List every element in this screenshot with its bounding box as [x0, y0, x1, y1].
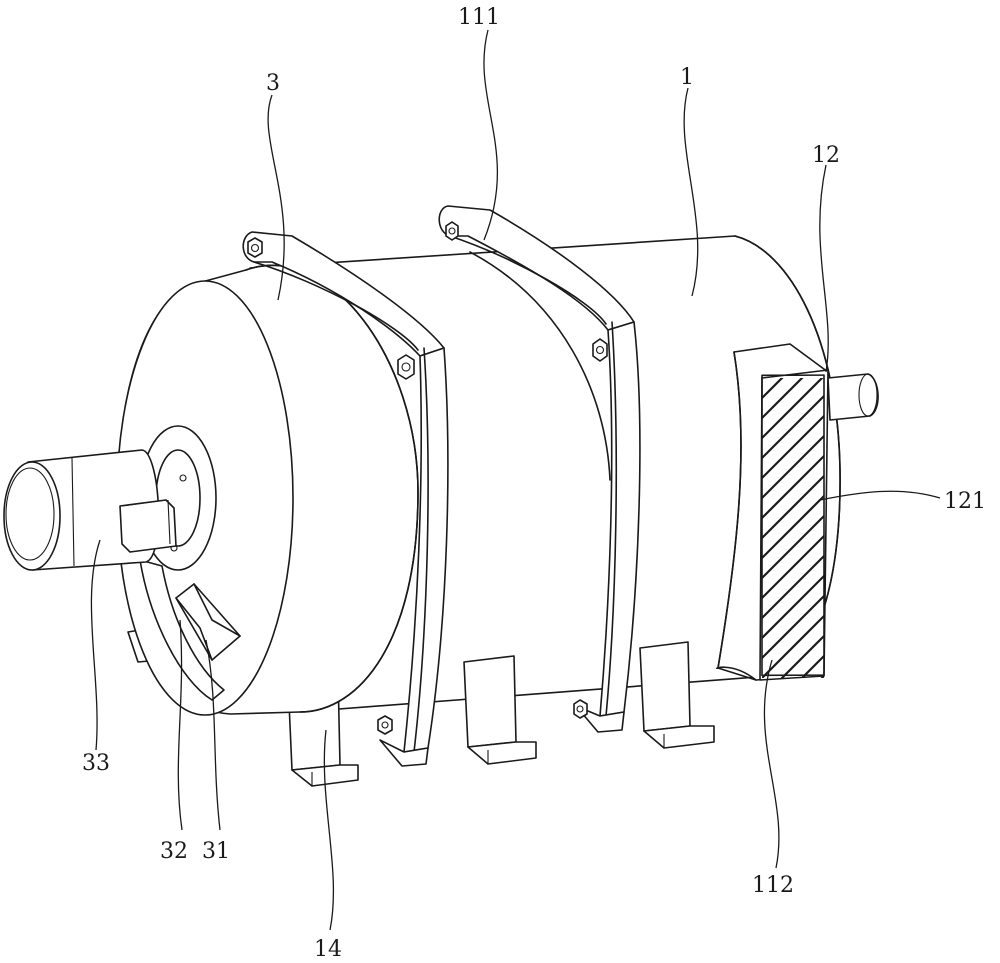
foot-middle: [463, 655, 537, 765]
label-32: 32: [160, 839, 188, 864]
rear-clamp-band: [438, 205, 641, 733]
bolt-icon: [592, 338, 608, 362]
leader-lines: [90, 29, 941, 931]
bolt-icon: [377, 715, 393, 735]
bolt-icon: [445, 221, 459, 241]
bolt-icon: [573, 699, 588, 719]
filter-box: [716, 343, 829, 681]
reference-labels: 3 111 1 12 121 33 32 31 14 112: [82, 5, 986, 962]
label-1: 1: [680, 65, 694, 90]
bolt-icon: [247, 237, 263, 258]
label-12: 12: [812, 143, 840, 168]
foot-right: [639, 641, 715, 749]
right-shaft: [827, 373, 879, 421]
label-14: 14: [314, 937, 342, 962]
bolt-icon: [397, 354, 415, 380]
label-33: 33: [82, 751, 110, 776]
rear-clamp-bolts: [445, 221, 608, 719]
fan-window: [139, 559, 241, 701]
front-clamp-bolts: [247, 237, 415, 735]
label-112: 112: [752, 873, 794, 898]
hatched-panel: [762, 378, 824, 678]
label-111: 111: [458, 5, 500, 30]
label-3: 3: [266, 71, 280, 96]
label-31: 31: [202, 839, 230, 864]
label-121: 121: [944, 489, 986, 514]
small-motor: [3, 449, 177, 571]
front-clamp-band: [242, 231, 449, 767]
